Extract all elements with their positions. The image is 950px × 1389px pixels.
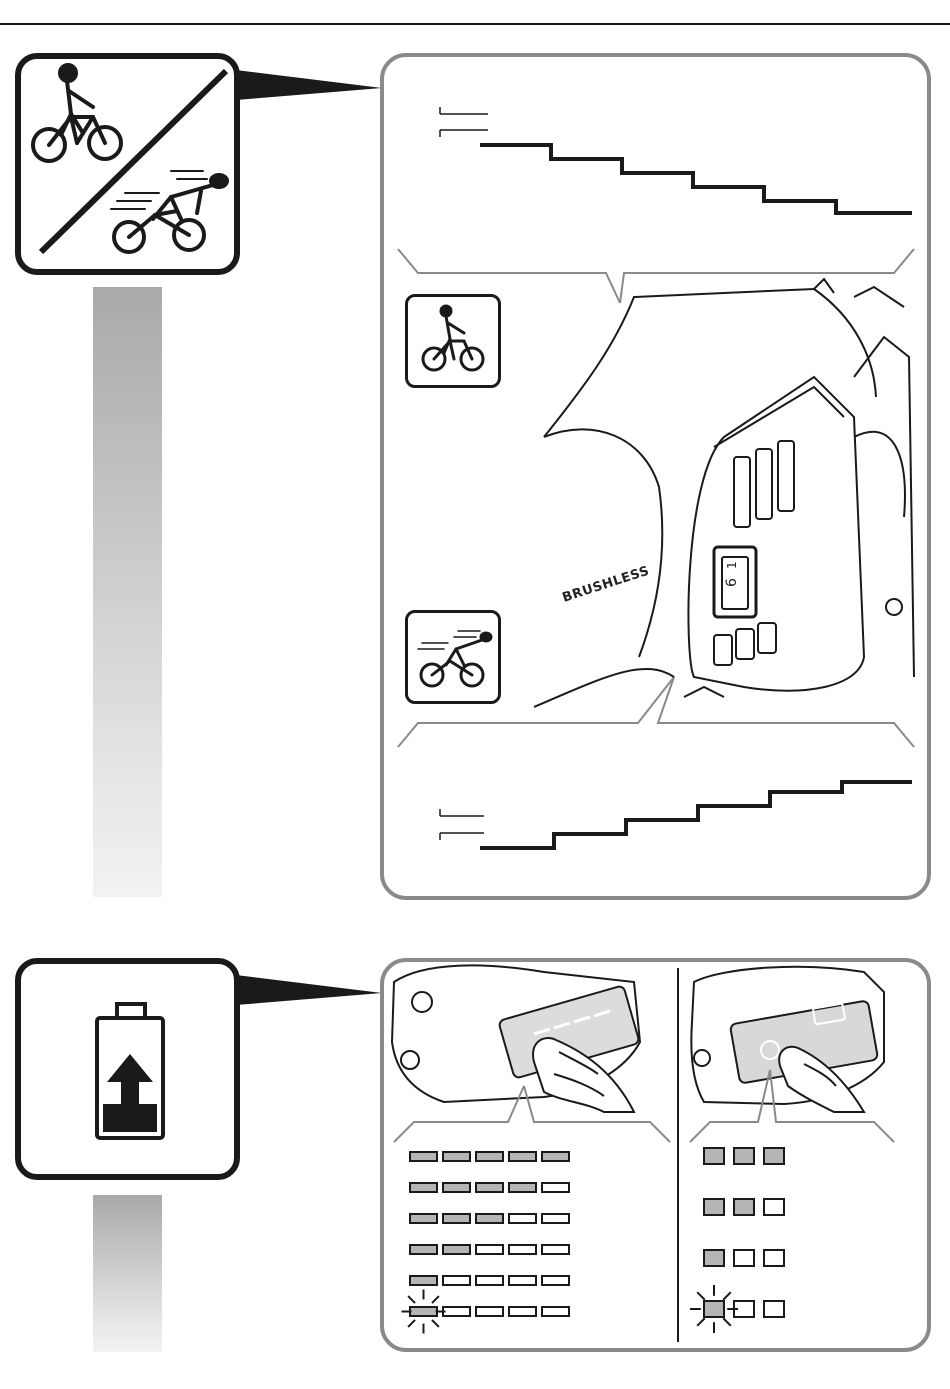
slow-fast-cyclist-icon (21, 59, 234, 269)
led-segment (410, 1152, 437, 1161)
battery-icon-box (15, 958, 240, 1180)
slow-mode-icon-box (405, 294, 501, 388)
led-segment (542, 1276, 569, 1285)
led-square (764, 1301, 784, 1317)
led-segment (443, 1307, 470, 1316)
led-square (764, 1250, 784, 1266)
led-segment (443, 1152, 470, 1161)
fast-cyclist-icon (408, 613, 498, 701)
battery-charge-icon (21, 964, 234, 1174)
led-segment (476, 1307, 503, 1316)
led-segment (542, 1245, 569, 1254)
fast-mode-icon-box (405, 610, 501, 704)
battery-gradient-bar (93, 1195, 162, 1352)
tool-drawing (534, 279, 914, 707)
led-square (704, 1301, 724, 1317)
led-square (764, 1199, 784, 1215)
led-segment (509, 1307, 536, 1316)
speed-gradient-bar (93, 287, 162, 897)
top-rule (0, 23, 950, 25)
led-segment (509, 1276, 536, 1285)
battery-panel (380, 958, 931, 1352)
led-square (734, 1250, 754, 1266)
slow-cyclist-icon (408, 297, 498, 385)
led-segment (476, 1245, 503, 1254)
led-segment (410, 1307, 437, 1316)
led-segment (410, 1183, 437, 1192)
led-square (704, 1250, 724, 1266)
led-segment (443, 1245, 470, 1254)
descending-speed-graph (440, 107, 912, 213)
led-segment (509, 1183, 536, 1192)
dial-mark-6: 6 (724, 578, 740, 587)
led-square (764, 1148, 784, 1164)
battery-callout-pointer (236, 975, 386, 1035)
dial-mark-1: 1 (725, 561, 739, 569)
right-led-indicator (690, 1148, 784, 1333)
led-segment (509, 1152, 536, 1161)
led-square (734, 1199, 754, 1215)
led-segment (476, 1276, 503, 1285)
led-segment (476, 1214, 503, 1223)
slow-cyclist-icon (33, 65, 121, 161)
led-segment (476, 1152, 503, 1161)
battery-illustration (384, 962, 927, 1348)
led-square (704, 1199, 724, 1215)
led-segment (443, 1276, 470, 1285)
ascending-speed-graph (440, 782, 912, 848)
led-segment (509, 1214, 536, 1223)
left-led-indicator (402, 1152, 570, 1334)
led-segment (410, 1214, 437, 1223)
speed-icon-box (15, 53, 240, 275)
led-segment (443, 1214, 470, 1223)
led-segment (542, 1307, 569, 1316)
right-battery-drawing (691, 967, 884, 1112)
led-square (704, 1148, 724, 1164)
led-segment (509, 1245, 536, 1254)
led-segment (410, 1276, 437, 1285)
led-segment (443, 1183, 470, 1192)
led-segment (410, 1245, 437, 1254)
speed-panel: BRUSHLESS 6 1 (380, 53, 931, 900)
brand-label: BRUSHLESS (561, 564, 652, 606)
fast-cyclist-icon (111, 171, 227, 252)
led-segment (542, 1183, 569, 1192)
speed-callout-pointer (236, 70, 386, 130)
led-segment (542, 1214, 569, 1223)
led-segment (476, 1183, 503, 1192)
led-segment (542, 1152, 569, 1161)
speed-illustration: BRUSHLESS 6 1 (384, 57, 927, 896)
left-battery-drawing (392, 965, 640, 1112)
led-square (734, 1148, 754, 1164)
